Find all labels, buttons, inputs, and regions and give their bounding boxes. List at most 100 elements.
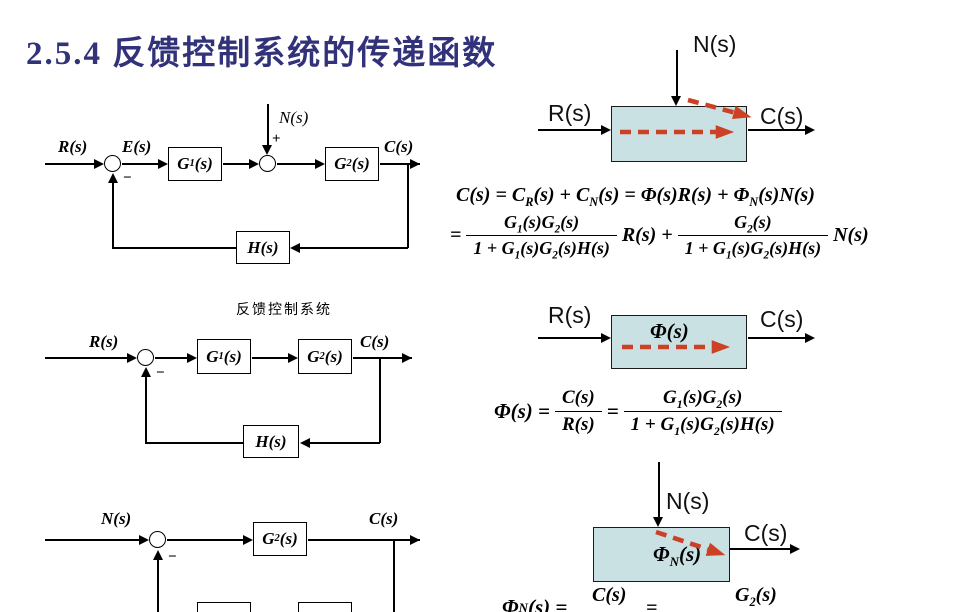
b1-output-label: C(s) [760, 103, 804, 129]
fraction-numerator: G1(s)G2(s) [662, 387, 743, 411]
equation-lhs: Φ(s) = [494, 399, 550, 423]
d3-noise-label: N(s) [101, 509, 132, 528]
fraction: G1(s)G2(s) 1 + G1(s)G2(s)H(s) [623, 386, 782, 437]
signal-line [310, 442, 380, 444]
page-title: 2.5.4 反馈控制系统的传递函数 [26, 36, 498, 72]
fraction-numerator: G2(s) [734, 212, 772, 236]
block-partial [298, 602, 352, 612]
arrowhead-right-icon [288, 353, 298, 363]
arrowhead-up-icon [141, 367, 151, 377]
equation-output-fractions: = G1(s)G2(s) 1 + G1(s)G2(s)H(s) R(s) + G… [450, 211, 869, 261]
equals-sign: = [606, 399, 619, 423]
equation-phi: Φ(s) = C(s) R(s) = G1(s)G2(s) 1 + G1(s)G… [494, 386, 787, 437]
arrowhead-right-icon [410, 159, 420, 169]
d2-output-label: C(s) [360, 332, 390, 351]
block-h: H(s) [243, 425, 299, 458]
d1-input-label: R(s) [58, 137, 88, 156]
plus-sign: + [272, 131, 281, 147]
arrowhead-right-icon [127, 353, 137, 363]
signal-line [658, 462, 660, 517]
arrowhead-down-icon [262, 145, 272, 155]
signal-line [748, 129, 805, 131]
arrowhead-left-icon [300, 438, 310, 448]
signal-line [380, 163, 420, 165]
b3-noise-label: N(s) [666, 488, 710, 514]
signal-line [112, 247, 236, 249]
summing-junction [137, 349, 154, 366]
arrowhead-left-icon [290, 243, 300, 253]
fraction: G1(s)G2(s) 1 + G1(s)G2(s)H(s) [466, 211, 617, 261]
equation-tail: N(s) [833, 224, 869, 246]
fraction-numerator: G1(s)G2(s) [504, 212, 580, 236]
summing-junction [259, 155, 276, 172]
signal-line [45, 357, 127, 359]
b2-output-label: C(s) [760, 306, 804, 332]
b3-output-label: C(s) [744, 520, 788, 546]
diagram-caption: 反馈控制系统 [236, 303, 332, 318]
signal-line [155, 357, 187, 359]
equation-phi-n-num1: C(s) [592, 584, 627, 606]
signal-line [45, 539, 139, 541]
phi-n-label: ΦN(s) [653, 542, 702, 570]
d2-input-label: R(s) [89, 332, 119, 351]
signal-line [122, 163, 158, 165]
fraction-numerator: C(s) [561, 387, 595, 408]
minus-sign: − [123, 170, 132, 186]
fraction-denominator: 1 + G1(s)G2(s)H(s) [623, 411, 782, 437]
signal-line [407, 164, 409, 248]
signal-line [353, 357, 412, 359]
arrowhead-up-icon [153, 550, 163, 560]
signal-line [252, 357, 288, 359]
signal-line [538, 337, 601, 339]
signal-line [167, 539, 243, 541]
phi-label: Φ(s) [650, 319, 689, 343]
arrowhead-right-icon [410, 535, 420, 545]
arrowhead-right-icon [249, 159, 259, 169]
fraction-denominator: R(s) [554, 411, 602, 437]
d1-noise-label: N(s) [279, 108, 309, 127]
fraction-denominator: 1 + G1(s)G2(s)H(s) [677, 235, 829, 261]
signal-line [45, 163, 94, 165]
d1-output-label: C(s) [384, 137, 414, 156]
summing-junction [149, 531, 166, 548]
minus-sign: − [168, 549, 177, 565]
signal-line [730, 548, 790, 550]
signal-line [223, 163, 249, 165]
arrowhead-right-icon [402, 353, 412, 363]
signal-line [145, 376, 147, 443]
signal-line [393, 540, 395, 612]
equation-output-superposition: C(s) = CR(s) + CN(s) = Φ(s)R(s) + ΦN(s)N… [456, 184, 815, 209]
signal-line [379, 358, 381, 443]
d3-output-label: C(s) [369, 509, 399, 528]
arrowhead-right-icon [601, 125, 611, 135]
arrowhead-right-icon [315, 159, 325, 169]
signal-line [157, 559, 159, 612]
arrowhead-right-icon [139, 535, 149, 545]
b2-input-label: R(s) [548, 302, 592, 328]
signal-line [300, 247, 408, 249]
equation-middle: R(s) + [621, 224, 673, 246]
signal-line [112, 182, 114, 248]
b1-noise-label: N(s) [693, 31, 737, 57]
block-partial [197, 602, 251, 612]
signal-line [538, 129, 601, 131]
minus-sign: − [156, 365, 165, 381]
signal-line [277, 163, 315, 165]
equation-phi-n-num2: G2(s) [735, 584, 777, 609]
signal-line [308, 539, 420, 541]
fraction-denominator: 1 + G1(s)G2(s)H(s) [466, 235, 617, 261]
arrowhead-right-icon [805, 333, 815, 343]
red-dashed-path-arrow [622, 340, 731, 354]
red-dashed-noise-arrow [655, 529, 726, 556]
signal-line [676, 50, 678, 96]
arrowhead-right-icon [94, 159, 104, 169]
red-dashed-noise-arrow [687, 97, 752, 120]
fraction: G2(s) 1 + G1(s)G2(s)H(s) [677, 211, 829, 261]
arrowhead-down-icon [671, 96, 681, 106]
signal-line [145, 442, 243, 444]
arrowhead-right-icon [805, 125, 815, 135]
